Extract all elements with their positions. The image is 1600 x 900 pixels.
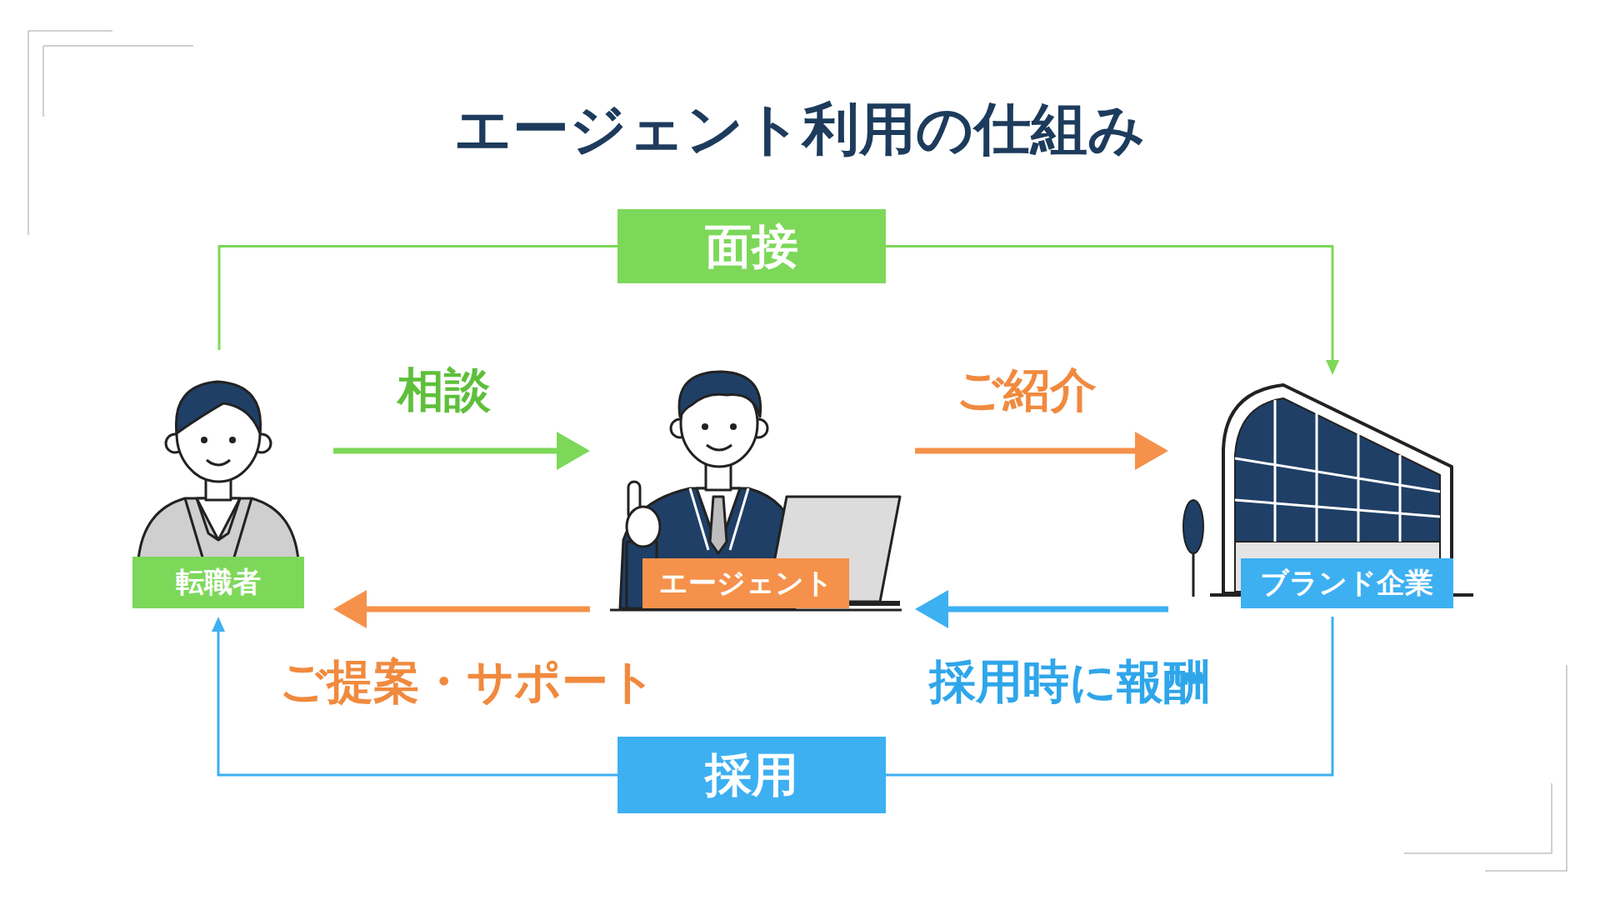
- job-seeker-figure-part: [229, 436, 236, 444]
- flow-arrow: [333, 448, 564, 455]
- job-seeker-figure-part: [206, 460, 230, 465]
- step-label: 面接: [705, 223, 799, 270]
- corner-decoration-part: [1485, 665, 1567, 871]
- actor-figure: ブランド企業: [1168, 375, 1475, 617]
- agent-figure-part: [710, 496, 727, 554]
- edge-label: 相談: [397, 364, 491, 416]
- job-seeker-figure-part: [196, 498, 240, 540]
- actor-figure: エージェント: [590, 358, 915, 617]
- actor-label: エージェント: [642, 558, 850, 609]
- agent-figure-part: [610, 609, 902, 612]
- loop-connector: [885, 616, 1333, 775]
- agent-figure-part: [701, 423, 709, 430]
- job-seeker-figure-part: [185, 498, 252, 560]
- loop-connector: [219, 246, 618, 351]
- company-building-part: [1235, 398, 1440, 542]
- step-label: 採用: [705, 751, 799, 799]
- actor-label: ブランド企業: [1240, 558, 1454, 609]
- step-box: 面接: [617, 209, 886, 284]
- job-seeker-figure: [138, 381, 299, 560]
- company-building-part: [1235, 400, 1440, 542]
- flow-arrow: [360, 606, 590, 613]
- actor-figure: 転職者: [125, 350, 334, 617]
- job-seeker-figure-part: [196, 498, 240, 540]
- agent-figure: [610, 371, 902, 610]
- corner-decoration-part: [28, 30, 113, 235]
- agent-figure-part: [706, 445, 732, 450]
- flow-arrow: [941, 606, 1169, 613]
- edge-label: ご提案・サポート: [279, 655, 656, 708]
- agent-figure-part: [679, 371, 761, 417]
- job-seeker-figure-part: [175, 381, 260, 434]
- diagram-title: エージェント利用の仕組み: [0, 98, 1600, 161]
- agent-figure-part: [626, 506, 660, 547]
- edge-label: ご紹介: [955, 364, 1097, 416]
- company-building-part: [1183, 500, 1204, 554]
- actor-label: 転職者: [132, 556, 305, 609]
- loop-connector: [885, 246, 1333, 364]
- flow-arrow: [915, 448, 1142, 455]
- agent-figure-part: [730, 423, 737, 430]
- corner-decoration-part: [1404, 783, 1552, 854]
- agent-figure-part: [690, 488, 749, 550]
- corner-decoration-part: [43, 45, 194, 117]
- step-box: 採用: [617, 736, 886, 814]
- edge-label: 採用時に報酬: [929, 655, 1210, 708]
- job-seeker-figure-part: [200, 436, 208, 444]
- job-seeker-figure-part: [138, 498, 299, 560]
